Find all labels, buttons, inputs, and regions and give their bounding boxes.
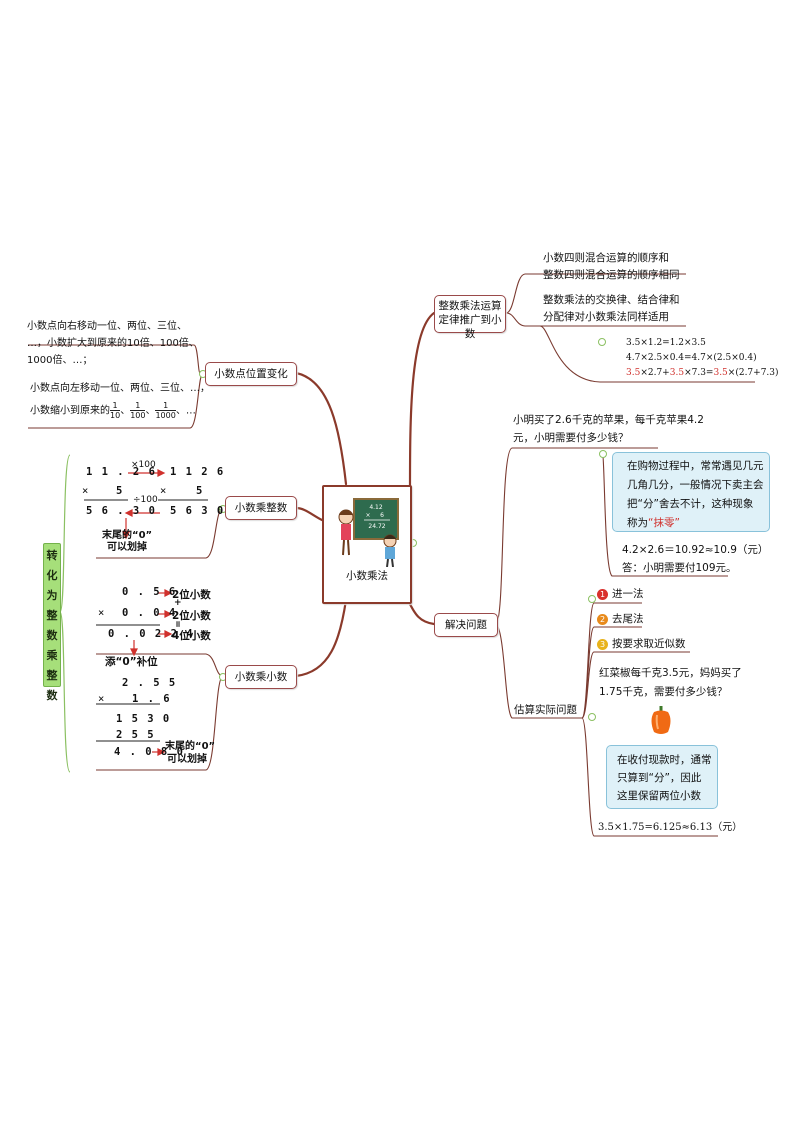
decimal-point-node[interactable]: 小数点位置变化 (205, 362, 297, 386)
red-pepper-icon (651, 706, 671, 734)
expander-dot[interactable] (598, 338, 606, 346)
decimal-times-decimal-node[interactable]: 小数乘小数 (225, 665, 297, 689)
calc-b-op: × (160, 485, 168, 497)
expander-dot[interactable] (588, 713, 596, 721)
calc-d-op: × (98, 693, 106, 705)
cash-payment-callout: 在收付现款时，通常 只算到“分”，因此 这里保留两位小数 (606, 745, 718, 809)
badge-2-icon: 2 (597, 613, 608, 625)
rules-node[interactable]: 整数乘法运算 定律推广到小数 (434, 295, 506, 340)
decimal-point-label: 小数点位置变化 (214, 368, 288, 380)
calc-d-partial-1: 1 5 3 0 (116, 713, 171, 725)
center-node-label: 小数乘法 (346, 570, 388, 582)
calc-b-result: 5 6 3 0 (170, 505, 225, 517)
center-node[interactable]: 4.12 × 6 24.72 小数乘法 (322, 485, 412, 604)
digit-note-2: 2位小数 (172, 610, 211, 622)
problem-apples: 小明买了2.6千克的苹果，每千克苹果4.2 元，小明需要付多少钱？ (513, 414, 704, 444)
example-associative: 4.7×2.5×0.4=4.7×(2.5×0.4) (626, 353, 757, 363)
convert-side-label: 转化为整数乘整数 (43, 543, 61, 702)
solve-label: 解决问题 (445, 619, 487, 631)
calc-d-partial-2: 2 5 5 (116, 729, 156, 741)
calc-c-mult: 0 . 0 4 (122, 607, 177, 619)
fill-zero-note: 添“0”补位 (105, 656, 158, 668)
laws-text: 整数乘法的交换律、结合律和 分配律对小数乘法同样适用 (543, 294, 680, 323)
right-move-line-3: 1000倍、…； (27, 355, 93, 366)
calc-c-op: × (98, 607, 106, 619)
left-move-line-1: 小数点向左移动一位、两位、三位、…， (30, 383, 210, 394)
trailing-zero-note-1: 末尾的“0” 可以划掉 (102, 530, 153, 553)
solve-node[interactable]: 解决问题 (434, 613, 498, 637)
problem-pepper: 红菜椒每千克3.5元，妈妈买了 1.75千克，需要付多少钱？ (599, 667, 742, 698)
op-times-100: ×100 (131, 460, 156, 470)
board-line-4: 24.72 (368, 523, 385, 530)
decimal-times-integer-label: 小数乘整数 (234, 502, 288, 514)
calc-c-top: 0 . 5 6 (122, 586, 177, 598)
calc-a-mult: 5 (116, 485, 124, 497)
board-line-1: 4.12 (369, 504, 383, 511)
board-line-3: 6 (380, 512, 384, 519)
classroom-illustration: 4.12 × 6 24.72 (338, 498, 399, 567)
right-move-line-1: 小数点向右移动一位、两位、三位、 (27, 321, 187, 332)
decimal-times-decimal-label: 小数乘小数 (234, 671, 288, 683)
calc-b-top: 1 1 2 6 (170, 466, 225, 478)
calc-a-top: 1 1 . 2 6 (86, 466, 157, 478)
law-examples: 3.5×1.2=1.2×3.5 4.7×2.5×0.4=4.7×(2.5×0.4… (626, 336, 779, 381)
estimate-label[interactable]: 估算实际问题 (514, 704, 577, 716)
calc-d-top: 2 . 5 5 (122, 677, 177, 689)
calc-a-op: × (82, 485, 90, 497)
op-div-100: ÷100 (133, 495, 158, 505)
example-commutative: 3.5×1.2=1.2×3.5 (626, 338, 706, 348)
rounding-off-callout: 在购物过程中，常常遇见几元 几角几分，一般情况下卖主会 把“分”舍去不计，这种现… (612, 452, 770, 532)
digit-note-1: 2位小数 (172, 589, 211, 601)
calc-d-mult: 1 . 6 (132, 693, 172, 705)
equals-sign: = (171, 620, 182, 628)
badge-3-icon: 3 (597, 638, 608, 650)
calc-a-result: 5 6 . 3 0 (86, 505, 157, 517)
apples-answer: 4.2×2.6＝10.92≈10.9（元） 答：小明需要付109元。 (622, 544, 769, 574)
decimal-times-integer-node[interactable]: 小数乘整数 (225, 496, 297, 520)
example-distributive: 3.5×2.7+3.5×7.3=3.5×(2.7+7.3) (626, 368, 779, 378)
pepper-answer: 3.5×1.75=6.125≈6.13（元） (598, 822, 743, 833)
badge-1-icon: 1 (597, 588, 608, 600)
trailing-zero-note-2: 末尾的“0” 可以划掉 (165, 741, 216, 765)
expander-dot[interactable] (588, 595, 596, 603)
expander-dot[interactable] (599, 450, 607, 458)
rules-label-1: 整数乘法运算 (438, 300, 502, 312)
plus-sign: + (174, 598, 182, 608)
right-move-text: 小数点向右移动一位、两位、三位、 …，小数扩大到原来的10倍、100倍、 100… (27, 318, 199, 369)
board-line-2: × (365, 512, 370, 519)
calc-b-mult: 5 (196, 485, 204, 497)
calc-d-result: 4 . 0 8 0 (114, 746, 185, 758)
right-move-line-2: …，小数扩大到原来的10倍、100倍、 (27, 338, 199, 349)
rounding-off-term: “抹零” (648, 517, 680, 529)
digit-note-3: 4位小数 (172, 630, 211, 642)
order-text: 小数四则混合运算的顺序和 整数四则混合运算的顺序相同 (543, 252, 680, 281)
rules-label-2: 定律推广到小数 (438, 314, 502, 340)
calc-c-result: 0 . 0 2 2 4 (108, 628, 195, 640)
